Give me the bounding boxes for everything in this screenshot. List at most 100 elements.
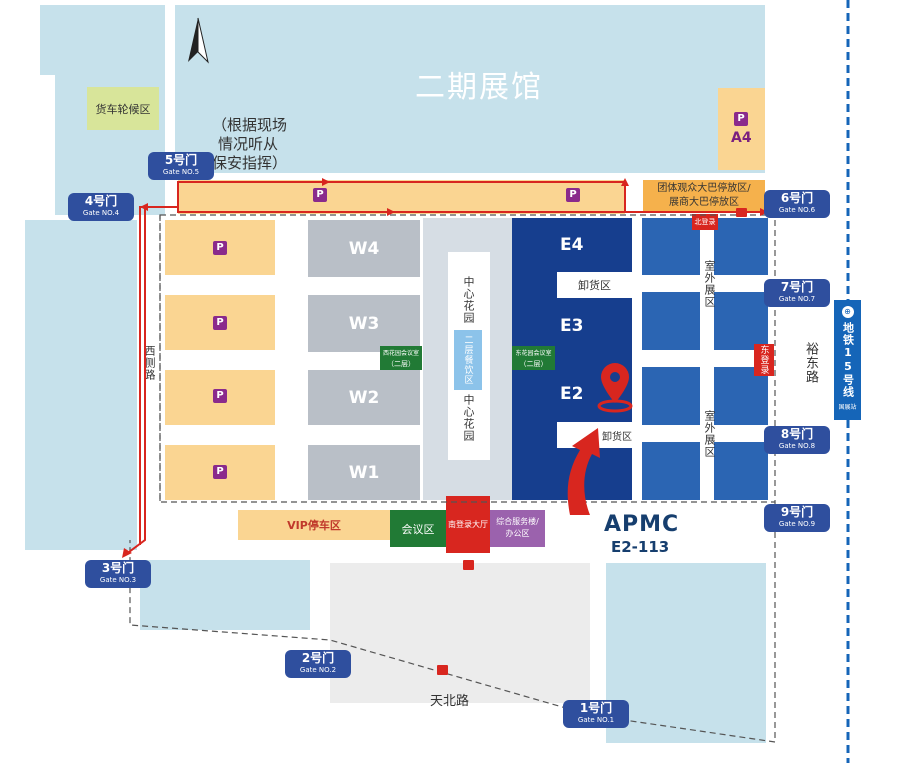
metro-station: ⊕ 地铁15号线 国展站 bbox=[834, 300, 861, 420]
area-left-lower bbox=[25, 220, 137, 550]
booth-brand: APMC bbox=[604, 512, 680, 537]
hall-e3-label[interactable]: E3 bbox=[560, 316, 584, 336]
traffic-route bbox=[124, 181, 768, 556]
east-login[interactable]: 东登录 bbox=[754, 344, 774, 376]
gate-en: Gate NO.4 bbox=[82, 209, 120, 217]
meeting-line: 东花园会议室 bbox=[515, 350, 552, 357]
area-bottom-right bbox=[606, 563, 766, 743]
gate-label: 1号门 bbox=[579, 701, 613, 715]
east-garden-meeting: 东花园会议室 （二层） bbox=[512, 346, 555, 370]
outdoor-block bbox=[714, 367, 768, 425]
hall-w4[interactable]: W4 bbox=[308, 220, 420, 277]
west-road-label: 西侧路 bbox=[143, 345, 156, 381]
area-top-left bbox=[40, 5, 165, 75]
west-garden-meeting: 西花园会议室 （二层） bbox=[380, 346, 422, 370]
gate-label: 2号门 bbox=[301, 651, 335, 665]
gate-label: 6号门 bbox=[780, 191, 814, 205]
metro-station-label: 国展站 bbox=[838, 404, 857, 411]
parking-icon: P bbox=[313, 188, 327, 202]
outdoor-block bbox=[642, 218, 700, 275]
outdoor-block bbox=[714, 218, 768, 275]
gate-label: 7号门 bbox=[780, 280, 814, 294]
outdoor-block bbox=[642, 442, 700, 500]
outdoor-label: 室外展区 bbox=[703, 410, 716, 458]
gate-en: Gate NO.9 bbox=[778, 520, 816, 528]
central-garden-label: 中心花园 bbox=[462, 276, 475, 324]
bus-area-line: 团体观众大巴停放区/ bbox=[657, 183, 751, 194]
hall-w1[interactable]: W1 bbox=[308, 445, 420, 500]
hall-e4-label[interactable]: E4 bbox=[560, 235, 584, 255]
service-line: 综合服务楼/ bbox=[496, 517, 539, 526]
outdoor-block bbox=[714, 292, 768, 350]
notice-line: 保安指挥） bbox=[212, 154, 288, 172]
location-pin-icon bbox=[597, 363, 633, 413]
outdoor-block bbox=[642, 292, 700, 350]
gate-label: 3号门 bbox=[101, 561, 135, 575]
parking-a4 bbox=[718, 88, 765, 170]
metro-line-label: 地铁15号线 bbox=[841, 322, 855, 398]
vip-parking: VIP停车区 bbox=[238, 510, 390, 540]
outdoor-label: 室外展区 bbox=[703, 260, 716, 308]
meeting-line: （二层） bbox=[387, 360, 415, 368]
phase2-hall-title: 二期展馆 bbox=[415, 70, 543, 105]
parking-icon: P bbox=[566, 188, 580, 202]
north-parking-strip bbox=[178, 180, 625, 214]
hall-w2[interactable]: W2 bbox=[308, 370, 420, 425]
unloading-area: 卸货区 bbox=[602, 431, 632, 443]
meeting-line: （二层） bbox=[519, 360, 548, 368]
truck-waiting-area: 货车轮候区 bbox=[87, 87, 159, 130]
route-arrows bbox=[122, 178, 768, 558]
outdoor-block bbox=[642, 367, 700, 425]
gate-en: Gate NO.8 bbox=[778, 442, 816, 450]
central-garden-label: 中心花园 bbox=[462, 394, 475, 442]
parking-icon: P bbox=[213, 316, 227, 330]
gate-en: Gate NO.3 bbox=[99, 576, 137, 584]
gate-en: Gate NO.1 bbox=[577, 716, 615, 724]
compass-icon bbox=[188, 17, 209, 64]
unloading-area: 卸货区 bbox=[557, 272, 632, 298]
parking-icon: P bbox=[213, 389, 227, 403]
notice-line: 情况听从 bbox=[218, 135, 279, 153]
east-road-label: 裕东路 bbox=[803, 342, 818, 384]
gate-en: Gate NO.2 bbox=[299, 666, 337, 674]
meeting-line: 西花园会议室 bbox=[382, 350, 419, 357]
meeting-area: 会议区 bbox=[390, 510, 446, 547]
dining-area: 二层餐饮区 bbox=[454, 330, 482, 390]
outdoor-block bbox=[714, 442, 768, 500]
parking-icon: P bbox=[213, 465, 227, 479]
south-road-label: 天北路 bbox=[430, 694, 470, 709]
bus-parking-area: 团体观众大巴停放区/ 展商大巴停放区 bbox=[643, 180, 765, 212]
gate-en: Gate NO.7 bbox=[778, 295, 816, 303]
north-login[interactable]: 北登录 bbox=[692, 214, 718, 230]
gate-label: 4号门 bbox=[84, 194, 118, 208]
parking-icon: P bbox=[213, 241, 227, 255]
hall-e2-label[interactable]: E2 bbox=[560, 384, 584, 404]
metro-icon: ⊕ bbox=[841, 306, 854, 318]
gate-label: 5号门 bbox=[164, 153, 198, 167]
gate-label: 8号门 bbox=[780, 427, 814, 441]
site-boundary bbox=[129, 214, 776, 743]
parking-a4-label: A4 bbox=[731, 130, 752, 146]
notice-line: （根据现场 bbox=[212, 116, 288, 134]
service-line: 办公区 bbox=[505, 529, 530, 538]
gate-en: Gate NO.5 bbox=[162, 168, 200, 176]
gate-label: 9号门 bbox=[780, 505, 814, 519]
service-building: 综合服务楼/ 办公区 bbox=[490, 510, 545, 547]
hall-w3[interactable]: W3 bbox=[308, 295, 420, 352]
phase2-hall bbox=[175, 5, 765, 173]
bus-icon bbox=[437, 208, 747, 675]
parking-icon: P bbox=[734, 112, 748, 126]
booth-number: E2-113 bbox=[611, 538, 670, 556]
bus-area-line: 展商大巴停放区 bbox=[669, 197, 739, 208]
south-login-hall[interactable]: 南登录大厅 bbox=[446, 496, 490, 553]
